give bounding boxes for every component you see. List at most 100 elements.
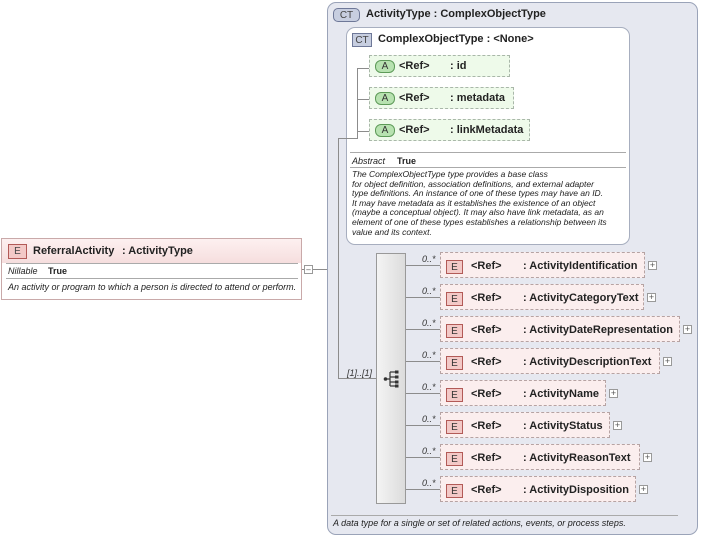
expand-toggle[interactable]: + bbox=[639, 484, 648, 494]
element-name: : ActivityName bbox=[523, 388, 600, 400]
element-occurrence: 0..* bbox=[422, 286, 436, 296]
doc-line: (maybe a conceptual object). It may also… bbox=[352, 207, 604, 218]
root-element-type: : ActivityType bbox=[122, 245, 193, 257]
attribute-name: : metadata bbox=[450, 92, 506, 104]
nillable-value: True bbox=[48, 266, 68, 276]
sequence-element[interactable]: E <Ref> : ActivityReasonText bbox=[440, 444, 640, 470]
activity-type-doc: A data type for a single or set of relat… bbox=[333, 518, 626, 528]
sequence-element[interactable]: E<Ref>: ActivityIdentification bbox=[440, 252, 645, 278]
element-name: : ActivityStatus bbox=[523, 420, 603, 432]
root-element-box[interactable]: E ReferralActivity : ActivityType Nillab… bbox=[1, 238, 302, 300]
connector-line bbox=[406, 265, 440, 266]
element-name: : ActivityDateRepresentation bbox=[523, 324, 673, 336]
element-badge-icon: E bbox=[8, 244, 27, 259]
divider bbox=[350, 167, 626, 168]
attribute-ref: <Ref> bbox=[399, 124, 430, 136]
collapse-toggle[interactable]: – bbox=[304, 265, 313, 274]
element-occurrence: 0..* bbox=[422, 414, 436, 424]
connector-line bbox=[338, 138, 339, 378]
sequence-icon bbox=[383, 370, 399, 388]
connector-line bbox=[406, 329, 440, 330]
sequence-element[interactable]: E<Ref>: ActivityCategoryText bbox=[440, 284, 644, 310]
abstract-label: Abstract bbox=[352, 156, 386, 166]
attribute-name: : linkMetadata bbox=[450, 124, 524, 136]
connector-line bbox=[302, 269, 338, 270]
expand-toggle[interactable]: + bbox=[643, 452, 652, 462]
element-badge-icon: E bbox=[446, 356, 463, 370]
connector-line bbox=[357, 99, 369, 100]
attribute-id[interactable]: A <Ref> : id bbox=[369, 55, 510, 77]
connector-line bbox=[357, 131, 369, 132]
element-ref: <Ref> bbox=[471, 292, 502, 304]
attribute-link-metadata[interactable]: A <Ref> : linkMetadata bbox=[369, 119, 530, 141]
element-occurrence: 0..* bbox=[422, 382, 436, 392]
divider bbox=[6, 278, 298, 279]
element-badge-icon: E bbox=[446, 388, 463, 402]
element-occurrence: 0..* bbox=[422, 350, 436, 360]
attribute-name: : id bbox=[450, 60, 467, 72]
element-badge-icon: E bbox=[446, 324, 463, 338]
element-occurrence: 0..* bbox=[422, 446, 436, 456]
connector-line bbox=[406, 361, 440, 362]
element-ref: <Ref> bbox=[471, 324, 502, 336]
expand-toggle[interactable]: + bbox=[648, 260, 657, 270]
sequence-element[interactable]: E <Ref> : ActivityStatus bbox=[440, 412, 610, 438]
attribute-metadata[interactable]: A <Ref> : metadata bbox=[369, 87, 514, 109]
sequence-element[interactable]: E <Ref> : ActivityName bbox=[440, 380, 606, 406]
doc-line: The ComplexObjectType type provides a ba… bbox=[352, 169, 548, 179]
expand-toggle[interactable]: + bbox=[663, 356, 672, 366]
root-element-doc: An activity or program to which a person… bbox=[8, 282, 297, 292]
element-badge-icon: E bbox=[446, 420, 463, 434]
sequence-compositor[interactable] bbox=[376, 253, 406, 504]
complex-type-badge-icon: CT bbox=[352, 33, 372, 47]
connector-line bbox=[338, 378, 377, 379]
element-occurrence: 0..* bbox=[422, 478, 436, 488]
element-ref: <Ref> bbox=[471, 356, 502, 368]
complex-object-type-title: ComplexObjectType : <None> bbox=[378, 33, 534, 45]
element-ref: <Ref> bbox=[471, 420, 502, 432]
connector-line bbox=[357, 68, 358, 138]
root-element-name: ReferralActivity bbox=[33, 245, 115, 257]
abstract-value: True bbox=[397, 156, 417, 166]
sequence-element[interactable]: E <Ref> : ActivityDisposition bbox=[440, 476, 636, 502]
element-name: : ActivityIdentification bbox=[523, 260, 638, 272]
element-ref: <Ref> bbox=[471, 452, 502, 464]
sequence-occurrence: [1]..[1] bbox=[347, 368, 373, 378]
expand-toggle[interactable]: + bbox=[609, 388, 618, 398]
complex-object-type-doc: The ComplexObjectType type provides a ba… bbox=[352, 169, 628, 237]
doc-line: element of one of these types establishe… bbox=[352, 216, 607, 227]
divider bbox=[331, 515, 678, 516]
attribute-badge-icon: A bbox=[375, 92, 395, 105]
attribute-badge-icon: A bbox=[375, 60, 395, 73]
element-name: : ActivityDisposition bbox=[523, 484, 629, 496]
connector-line bbox=[338, 138, 358, 139]
element-badge-icon: E bbox=[446, 484, 463, 498]
complex-type-badge-icon: CT bbox=[333, 8, 360, 22]
element-name: : ActivityCategoryText bbox=[523, 292, 639, 304]
connector-line bbox=[357, 68, 369, 69]
attribute-ref: <Ref> bbox=[399, 60, 430, 72]
element-badge-icon: E bbox=[446, 452, 463, 466]
expand-toggle[interactable]: + bbox=[613, 420, 622, 430]
connector-line bbox=[406, 425, 440, 426]
connector-line bbox=[406, 297, 440, 298]
doc-line: It may have metadata as it establishes t… bbox=[352, 197, 596, 208]
expand-toggle[interactable]: + bbox=[683, 324, 692, 334]
expand-toggle[interactable]: + bbox=[647, 292, 656, 302]
element-badge-icon: E bbox=[446, 260, 463, 274]
sequence-element[interactable]: E <Ref> : ActivityDateRepresentation bbox=[440, 316, 680, 342]
connector-line bbox=[406, 393, 440, 394]
element-occurrence: 0..* bbox=[422, 318, 436, 328]
doc-line: for object definition, association defin… bbox=[352, 178, 594, 189]
element-ref: <Ref> bbox=[471, 388, 502, 400]
divider bbox=[6, 263, 298, 264]
element-name: : ActivityDescriptionText bbox=[523, 356, 652, 368]
element-ref: <Ref> bbox=[471, 484, 502, 496]
attribute-badge-icon: A bbox=[375, 124, 395, 137]
connector-line bbox=[406, 457, 440, 458]
element-name: : ActivityReasonText bbox=[523, 452, 631, 464]
attribute-ref: <Ref> bbox=[399, 92, 430, 104]
element-occurrence: 0..* bbox=[422, 254, 436, 264]
sequence-element[interactable]: E <Ref> : ActivityDescriptionText bbox=[440, 348, 660, 374]
nillable-label: Nillable bbox=[8, 266, 38, 276]
